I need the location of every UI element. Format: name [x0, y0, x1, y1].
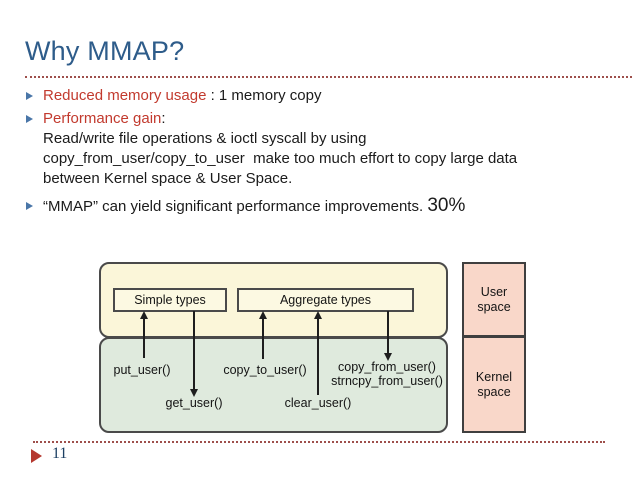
footer-divider — [33, 441, 605, 443]
bullet-rest: : — [161, 110, 166, 127]
improvement-percentage: 30% — [427, 195, 466, 216]
aggregate-types-label: Aggregate types — [279, 293, 372, 307]
strncpy-from-user-label: strncpy_from_user() — [331, 374, 443, 388]
simple-types-label: Simple types — [134, 293, 206, 307]
copy-to-user-label: copy_to_user() — [223, 363, 307, 377]
user-space-legend: User space — [462, 262, 526, 337]
arrow-down-icon — [383, 353, 392, 361]
bullet-triangle-icon — [26, 115, 33, 123]
bullet-highlight: Performance gain — [43, 110, 162, 127]
title-divider — [25, 76, 632, 78]
detail-line: Read/write file operations & ioctl sysca… — [43, 130, 367, 147]
bullet-triangle-icon — [26, 92, 33, 100]
bullet-highlight: Reduced memory usage — [43, 87, 207, 104]
clear-user-label: clear_user() — [284, 396, 352, 410]
arrow-up-icon — [313, 311, 322, 319]
bullet-reduced-memory: Reduced memory usage : 1 memory copy — [25, 86, 629, 106]
page-marker-triangle-icon — [31, 449, 42, 463]
arrow-up-icon — [139, 311, 148, 319]
slide-title: Why MMAP? — [25, 36, 185, 66]
kernel-space-label: Kernel space — [475, 369, 513, 399]
page-number: 11 — [52, 445, 68, 462]
put-user-label: put_user() — [113, 363, 171, 377]
bullet-mmap-text: “MMAP” can yield significant performance… — [43, 196, 465, 217]
simple-types-box: Simple types — [113, 288, 227, 312]
bullet-rest: : 1 memory copy — [206, 87, 322, 104]
bullet-main: “MMAP” can yield significant performance… — [43, 198, 424, 215]
bullet-list: Reduced memory usage : 1 memory copy Per… — [25, 86, 629, 217]
memory-copy-diagram: Simple types Aggregate types put_user() … — [97, 259, 529, 435]
get-user-label: get_user() — [165, 396, 223, 410]
copy-from-user-label-group: copy_from_user() strncpy_from_user() — [331, 360, 443, 388]
detail-line: copy_from_user/copy_to_user make too muc… — [43, 150, 518, 167]
bullet-performance-detail: Read/write file operations & ioctl sysca… — [25, 129, 629, 189]
kernel-space-legend: Kernel space — [462, 336, 526, 433]
arrow-down-icon — [189, 389, 198, 397]
bullet-performance-gain: Performance gain: — [25, 109, 629, 129]
bullet-reduced-memory-text: Reduced memory usage : 1 memory copy — [43, 86, 321, 106]
copy-from-user-label: copy_from_user() — [338, 360, 436, 374]
bullet-mmap-improvement: “MMAP” can yield significant performance… — [25, 196, 629, 217]
bullet-performance-text: Performance gain: — [43, 109, 166, 129]
arrow-line-copy-to-user — [262, 318, 264, 359]
arrow-line-copy-from-user — [387, 311, 389, 353]
arrow-line-put-user — [143, 318, 145, 358]
bullet-triangle-icon — [26, 202, 33, 210]
arrow-up-icon — [258, 311, 267, 319]
detail-line: between Kernel space & User Space. — [43, 170, 293, 187]
arrow-line-clear-user — [317, 318, 319, 395]
user-space-label: User space — [477, 284, 511, 314]
arrow-line-get-user — [193, 311, 195, 389]
aggregate-types-box: Aggregate types — [237, 288, 414, 312]
